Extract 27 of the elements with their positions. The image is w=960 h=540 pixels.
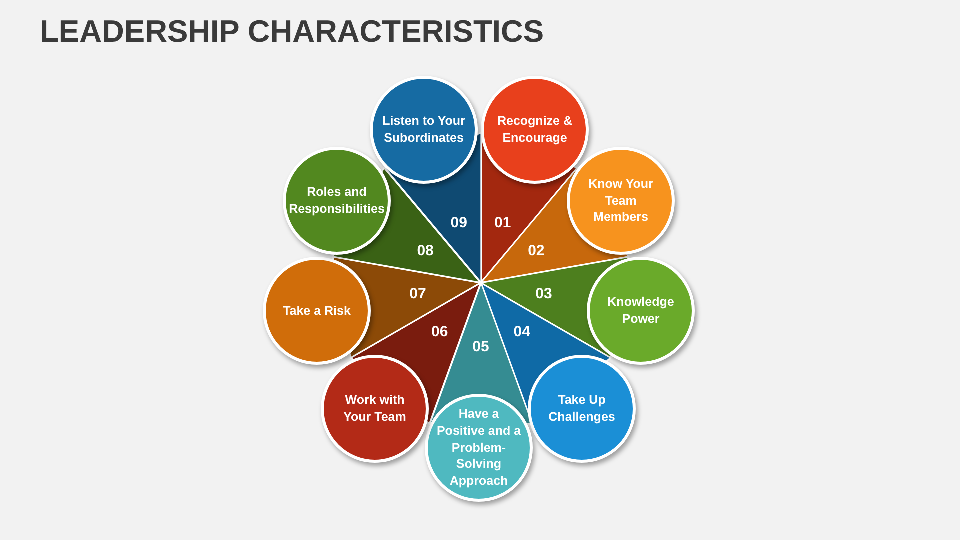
characteristic-circle bbox=[425, 394, 533, 502]
step-number: 01 bbox=[494, 214, 512, 232]
step-number: 06 bbox=[432, 324, 448, 341]
characteristic-label: Listen to Your Subordinates bbox=[382, 113, 466, 147]
characteristic-circle bbox=[481, 76, 589, 184]
step-number: 02 bbox=[528, 242, 545, 260]
title: LEADERSHIP CHARACTERISTICS bbox=[40, 14, 544, 50]
characteristic-label: Work with Your Team bbox=[342, 392, 408, 426]
characteristic-label: Have a Positive and a Problem-Solving Approach bbox=[436, 406, 522, 490]
characteristic-circle bbox=[587, 257, 695, 365]
characteristic-label: Take Up Challenges bbox=[548, 392, 616, 426]
characteristic-label: Know Your Team Members bbox=[588, 176, 654, 226]
characteristic-circle bbox=[528, 355, 636, 463]
characteristic-label: Roles and Responsibilities bbox=[288, 184, 386, 218]
characteristic-circle bbox=[567, 147, 675, 255]
step-number: 05 bbox=[472, 338, 490, 356]
characteristic-label: Take a Risk bbox=[282, 302, 352, 320]
characteristic-circle bbox=[321, 355, 429, 463]
step-number: 07 bbox=[410, 286, 426, 303]
characteristic-circle bbox=[263, 257, 371, 365]
characteristic-label: Knowledge Power bbox=[606, 294, 676, 328]
step-number: 09 bbox=[450, 214, 468, 232]
characteristic-circle bbox=[370, 76, 478, 184]
step-number: 03 bbox=[536, 286, 552, 303]
characteristic-label: Recognize & Encourage bbox=[496, 113, 574, 147]
step-number: 08 bbox=[417, 242, 434, 260]
step-number: 04 bbox=[514, 324, 530, 341]
